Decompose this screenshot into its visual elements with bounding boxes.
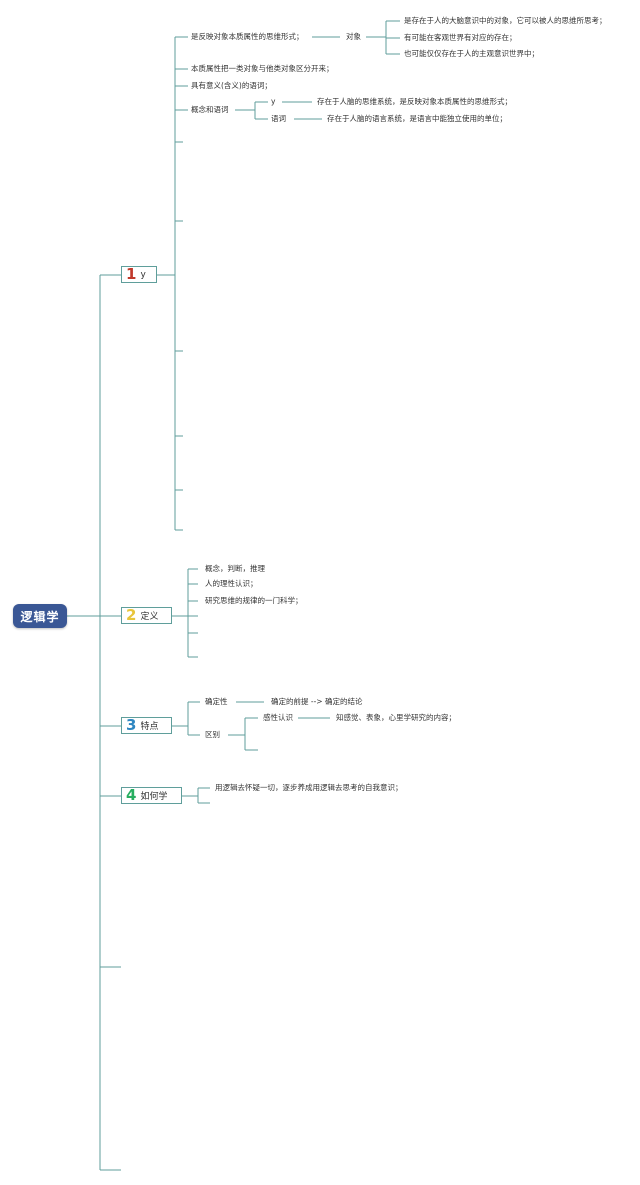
s3-item-2-sub: 感性认识: [262, 713, 294, 723]
s3-item-1-desc: 确定的前提 --> 确定的结论: [270, 697, 364, 707]
section-3-node[interactable]: 3 特点: [121, 717, 172, 734]
s2-item-2: 人的理性认识；: [204, 579, 259, 589]
section-2-node[interactable]: 2 定义: [121, 607, 172, 624]
section-4-number: 4: [126, 786, 137, 804]
s1-item-4-pair-2-desc: 存在于人脑的语言系统，是语言中能独立使用的单位；: [326, 114, 508, 124]
section-4-label: 如何学: [140, 792, 168, 802]
s1-item-1-sub-3: 也可能仅仅存在于人的主观意识世界中；: [403, 49, 540, 59]
s1-item-1-sub: 对象: [345, 32, 362, 42]
s1-item-1-sub-2: 有可能在客观世界有对应的存在；: [403, 33, 518, 43]
section-2-label: 定义: [140, 612, 159, 622]
s2-item-3: 研究思维的规律的一门科学；: [204, 596, 304, 606]
s1-item-4: 概念和语词: [190, 105, 230, 115]
section-3-label: 特点: [140, 722, 159, 732]
section-1-node[interactable]: 1 y: [121, 266, 157, 283]
s3-item-2-desc: 知感觉、表象，心里学研究的内容；: [335, 713, 457, 723]
s2-item-1: 概念，判断，推理: [204, 564, 266, 574]
s1-item-4-pair-1-label: y: [270, 97, 277, 107]
section-3-number: 3: [126, 716, 137, 734]
s1-item-1: 是反映对象本质属性的思维形式；: [190, 32, 305, 42]
s1-item-2: 本质属性把一类对象与他类对象区分开来；: [190, 64, 335, 74]
s3-item-1: 确定性: [204, 697, 229, 707]
s4-item-1: 用逻辑去怀疑一切，逐步养成用逻辑去思考的自我意识；: [214, 783, 404, 793]
section-1-number: 1: [126, 265, 137, 283]
s1-item-4-pair-2-label: 语词: [270, 114, 287, 124]
s3-item-2: 区别: [204, 730, 221, 740]
root-label: 逻辑学: [20, 609, 60, 624]
section-4-node[interactable]: 4 如何学: [121, 787, 182, 804]
s1-item-3: 具有意义(含义)的语词；: [190, 81, 273, 91]
root-node[interactable]: 逻辑学: [13, 604, 67, 628]
section-1-label: y: [140, 269, 146, 280]
section-2-number: 2: [126, 606, 137, 624]
s1-item-4-pair-1-desc: 存在于人脑的思维系统，是反映对象本质属性的思维形式；: [316, 97, 513, 107]
s1-item-1-sub-1: 是存在于人的大脑意识中的对象，它可以被人的思维所思考；: [403, 16, 608, 26]
